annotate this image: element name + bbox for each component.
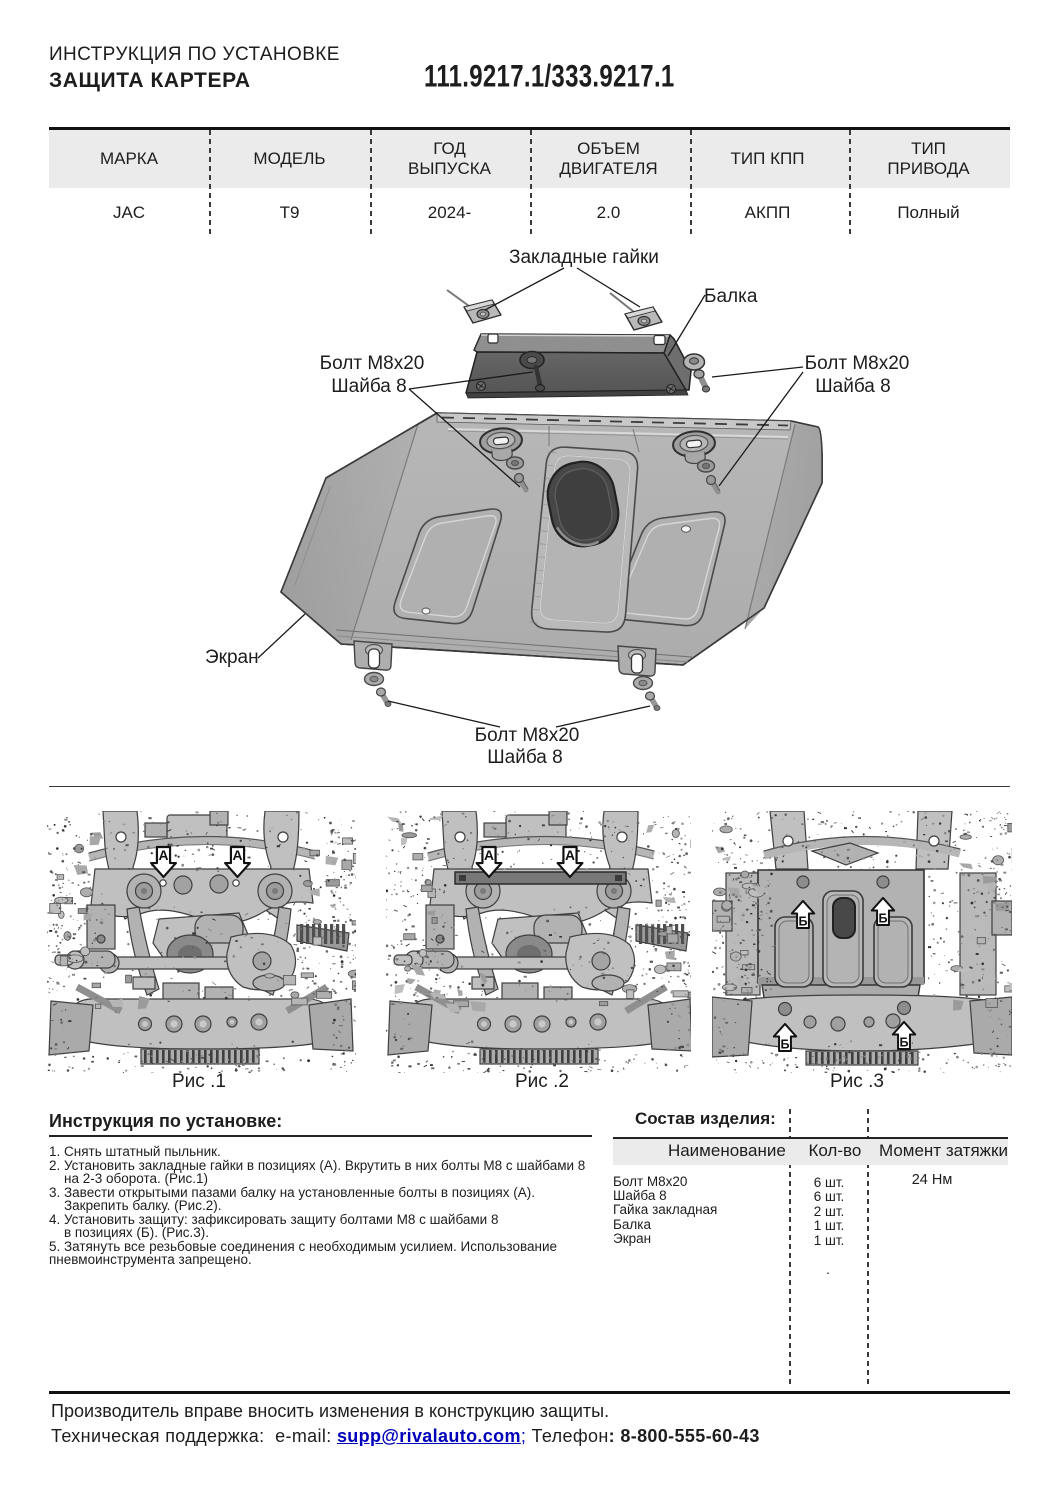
svg-text:А: А	[158, 847, 168, 863]
svg-text:Экран: Экран	[205, 647, 259, 668]
svg-text:Шайба 8: Шайба 8	[815, 376, 890, 397]
svg-text:Балка: Балка	[704, 286, 758, 307]
svg-text:Шайба 8: Шайба 8	[331, 376, 406, 397]
svg-text:Болт М8х20: Болт М8х20	[805, 353, 910, 374]
svg-text:А: А	[565, 847, 575, 863]
svg-text:Б: Б	[878, 911, 887, 925]
svg-text:Болт М8х20: Болт М8х20	[320, 353, 425, 374]
svg-text:Б: Б	[798, 914, 807, 928]
svg-text:Б: Б	[780, 1037, 789, 1051]
svg-text:Б: Б	[899, 1035, 908, 1049]
svg-text:Шайба 8: Шайба 8	[487, 747, 562, 768]
svg-text:Болт М8х20: Болт М8х20	[475, 725, 580, 746]
svg-text:А: А	[484, 847, 494, 863]
svg-text:А: А	[232, 847, 242, 863]
svg-text:Закладные гайки: Закладные гайки	[509, 247, 659, 268]
